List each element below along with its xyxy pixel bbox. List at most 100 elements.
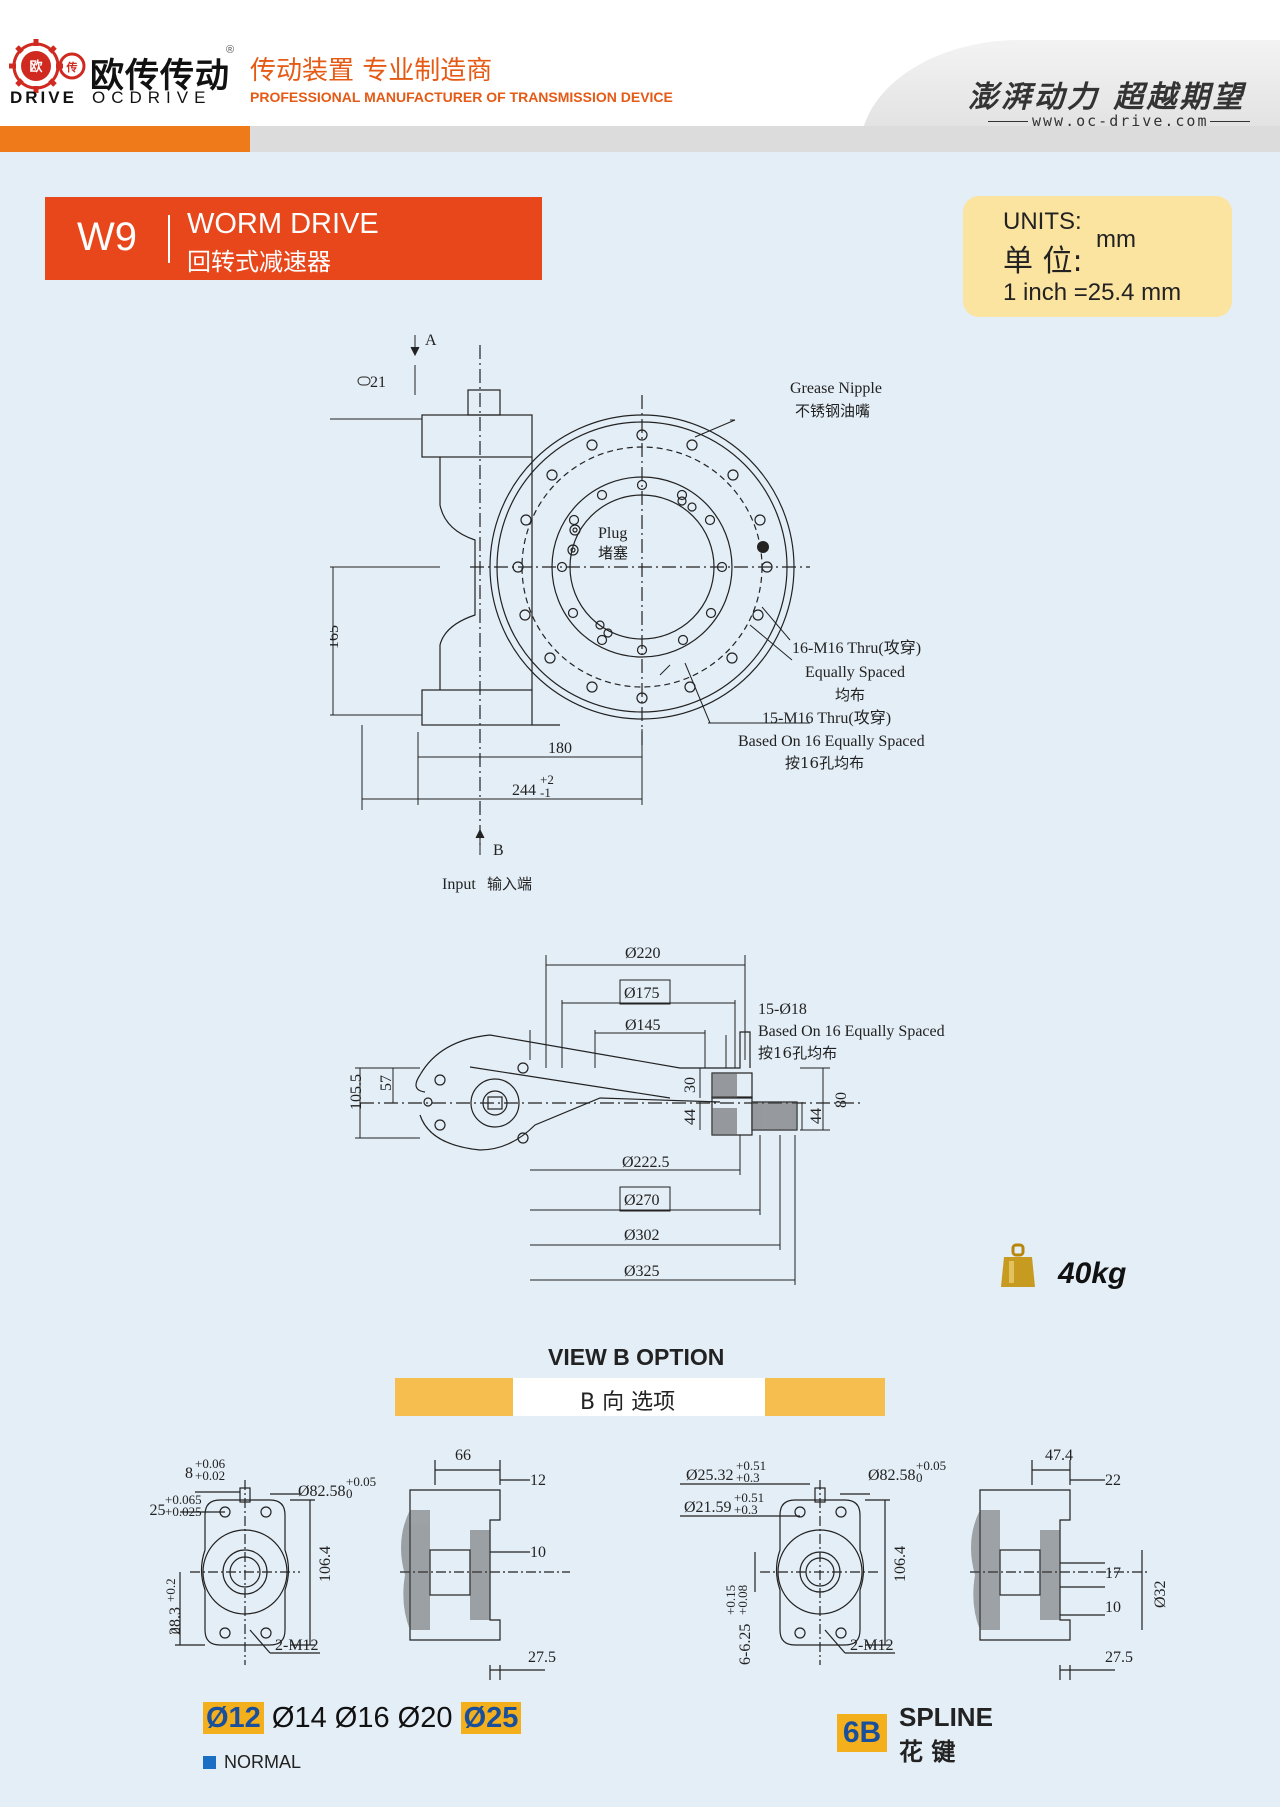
units-label-cn: 单 位: bbox=[1003, 244, 1083, 279]
product-name-cn: 回转式减速器 bbox=[187, 248, 331, 276]
brand-name-en-left: DRIVE bbox=[10, 88, 77, 107]
opt-a-d283-up: +0.2 bbox=[163, 1578, 178, 1602]
opt-b-d625-lo: +0.08 bbox=[735, 1585, 750, 1615]
opt-b-d625: 6-6.25 bbox=[737, 1624, 754, 1665]
page-header: 欧 传 欧传传动 ® DRIVE OCDRIVE 传动装置 专业制造商 PROF… bbox=[0, 0, 1280, 152]
plug-en: Plug bbox=[598, 525, 627, 542]
opt-b-d625-up: +0.15 bbox=[723, 1585, 738, 1615]
opt-b-s10: 10 bbox=[1105, 1599, 1121, 1616]
opt-a-d283: 28.3 bbox=[167, 1607, 184, 1635]
weight-icon bbox=[1001, 1243, 1035, 1287]
opt-a-d8-lo: +0.02 bbox=[195, 1468, 225, 1483]
dim-d175: Ø175 bbox=[624, 985, 660, 1002]
opt-a-s12: 12 bbox=[530, 1472, 546, 1489]
opt-a-d8-up: +0.06 bbox=[195, 1456, 226, 1471]
dim-165: 165 bbox=[330, 625, 342, 649]
website-url: www.oc-drive.com bbox=[1032, 112, 1209, 130]
holes-15-cn-side: 按16孔均布 bbox=[758, 1044, 837, 1062]
dim-d302: Ø302 bbox=[624, 1227, 660, 1244]
opt-b-s474: 47.4 bbox=[1045, 1447, 1073, 1464]
dim-44a: 44 bbox=[682, 1109, 699, 1125]
view-b-title: VIEW B OPTION bbox=[548, 1344, 725, 1370]
option-normal-drawing: 8 +0.06 +0.02 Ø25 +0.065 +0.025 Ø82.58 +… bbox=[150, 1447, 570, 1680]
opt-b-s275: 27.5 bbox=[1105, 1649, 1133, 1666]
opt-a-d8258-lo: 0 bbox=[346, 1486, 353, 1501]
model-number: W9 bbox=[77, 215, 137, 259]
registered-mark: ® bbox=[226, 44, 235, 56]
title-divider bbox=[168, 215, 170, 263]
hex-icon bbox=[357, 376, 371, 386]
arrow-b-label: B bbox=[493, 842, 504, 859]
opt-b-d8258: Ø82.58 bbox=[868, 1467, 916, 1484]
view-b-title-cn: B 向 选项 bbox=[580, 1390, 676, 1415]
opt-b-d2159-lo: +0.3 bbox=[734, 1502, 758, 1517]
holes-16-equal: Equally Spaced bbox=[805, 664, 905, 681]
dim-180: 180 bbox=[548, 740, 572, 757]
opt-b-s32: Ø32 bbox=[1152, 1580, 1169, 1608]
opt-a-s10: 10 bbox=[530, 1544, 546, 1561]
opt-a-d8: 8 bbox=[185, 1465, 193, 1482]
spline-label-en: SPLINE bbox=[899, 1702, 993, 1732]
units-value: mm bbox=[1096, 226, 1136, 253]
opt-b-s22: 22 bbox=[1105, 1472, 1121, 1489]
opt-b-d1064: 106.4 bbox=[892, 1546, 909, 1582]
header-accent bbox=[0, 126, 250, 152]
shaft-option-20: Ø20 bbox=[397, 1702, 453, 1734]
opt-a-m12: 2-M12 bbox=[275, 1637, 319, 1654]
url-rule-left bbox=[988, 121, 1028, 122]
opt-a-d1064: 106.4 bbox=[317, 1546, 334, 1582]
dim-57: 57 bbox=[378, 1075, 395, 1091]
weight-value: 40kg bbox=[1058, 1257, 1127, 1290]
dim-244-tol-lo: -1 bbox=[540, 785, 551, 800]
normal-legend-label: NORMAL bbox=[224, 1752, 302, 1772]
opt-a-s275: 27.5 bbox=[528, 1649, 556, 1666]
input-label-en: Input bbox=[442, 876, 476, 893]
dim-d220: Ø220 bbox=[625, 945, 661, 962]
grease-nipple-cn: 不锈钢油嘴 bbox=[795, 402, 870, 420]
option-spline-drawing: Ø25.32 +0.51 +0.3 Ø21.59 +0.51 +0.3 Ø82.… bbox=[680, 1447, 1169, 1680]
dim-244: 244 bbox=[512, 782, 536, 799]
arrow-a-label: A bbox=[425, 332, 437, 349]
opt-a-d8258-up: +0.05 bbox=[346, 1474, 376, 1489]
hex-size-label: 21 bbox=[370, 374, 386, 391]
opt-b-d8258-lo: 0 bbox=[916, 1470, 923, 1485]
units-label-en: UNITS: bbox=[1003, 208, 1082, 235]
units-conversion: 1 inch =25.4 mm bbox=[1003, 279, 1182, 306]
side-view-drawing: Ø220 Ø175 Ø145 15-Ø18 Based On 16 Equall… bbox=[348, 945, 945, 1285]
logo-mark-text: 欧 bbox=[29, 59, 42, 74]
model-title-box: W9 WORM DRIVE 回转式减速器 bbox=[45, 197, 542, 280]
opt-b-d8258-up: +0.05 bbox=[916, 1458, 946, 1473]
tagline-en: PROFESSIONAL MANUFACTURER OF TRANSMISSIO… bbox=[250, 89, 673, 105]
opt-b-d2159-up: +0.51 bbox=[734, 1490, 764, 1505]
opt-a-d25: Ø25 bbox=[150, 1502, 166, 1519]
holes-16-cn: 均布 bbox=[835, 686, 865, 704]
opt-b-s17: 17 bbox=[1105, 1565, 1121, 1582]
normal-legend-swatch bbox=[203, 1756, 216, 1769]
opt-a-s66: 66 bbox=[455, 1447, 471, 1464]
url-rule-right bbox=[1210, 121, 1250, 122]
shaft-option-14: Ø14 bbox=[271, 1702, 327, 1734]
spline-label-cn: 花 键 bbox=[899, 1738, 956, 1766]
d270-frame bbox=[619, 1186, 671, 1212]
grease-nipple-en: Grease Nipple bbox=[790, 380, 882, 397]
dim-d270: Ø270 bbox=[624, 1192, 660, 1209]
opt-a-d283-lo: 0 bbox=[168, 1628, 183, 1635]
tagline-cn: 传动装置 专业制造商 bbox=[250, 56, 493, 86]
dim-44b: 44 bbox=[808, 1108, 825, 1124]
brand-name-en: OCDRIVE bbox=[92, 88, 212, 107]
holes-16-label: 16-M16 Thru(攻穿) bbox=[792, 639, 921, 657]
front-view-drawing: A 21 Grease Nipple 不锈钢油嘴 Plug 堵塞 16-M16 … bbox=[330, 332, 925, 893]
shaft-options: Ø12 Ø14 Ø16 Ø20 Ø25 bbox=[203, 1702, 522, 1735]
input-label-cn: 输入端 bbox=[487, 875, 532, 893]
opt-a-d25-up: +0.065 bbox=[165, 1492, 202, 1507]
dim-244-tol-up: +2 bbox=[540, 772, 554, 787]
dim-d222: Ø222.5 bbox=[622, 1154, 670, 1171]
view-b-inner bbox=[513, 1378, 765, 1416]
dim-d325: Ø325 bbox=[624, 1263, 660, 1280]
logo-mark-text-2: 传 bbox=[66, 60, 78, 74]
shaft-option-12: Ø12 bbox=[203, 1702, 264, 1734]
spline-code-badge: 6B bbox=[837, 1714, 887, 1752]
dim-30: 30 bbox=[682, 1077, 699, 1093]
opt-b-d2159: Ø21.59 bbox=[684, 1499, 732, 1516]
shaft-option-25: Ø25 bbox=[460, 1702, 522, 1734]
